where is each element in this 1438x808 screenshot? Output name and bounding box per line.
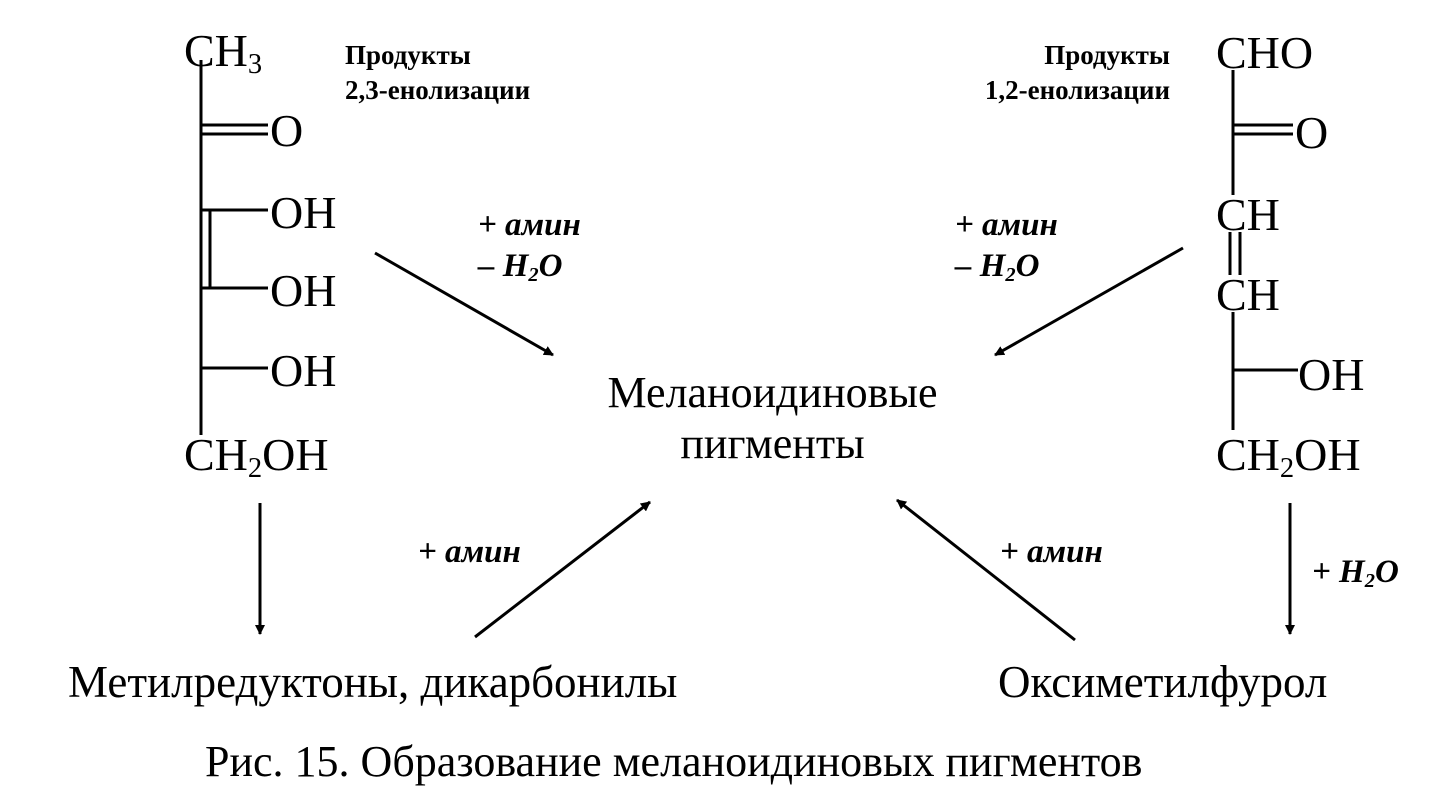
product-hydroxymethylfurfural: Оксиметилфурол [998, 657, 1328, 707]
reagent-right-down-water: + H2O [1312, 554, 1399, 593]
left-hydroxyl-2: OH [270, 265, 337, 316]
arrow-bottom-right-to-center [896, 498, 1076, 642]
arrow-left-to-center [374, 251, 554, 357]
figure-caption: Рис. 15. Образование меланоидиновых пигм… [205, 737, 1143, 786]
right-ch-group-1: CH [1216, 189, 1280, 240]
left-ch2oh-group: CH2OH [184, 429, 329, 485]
right-carbonyl-oxygen: O [1295, 107, 1329, 158]
arrow-right-to-center [994, 246, 1184, 357]
melanoidin-pigments-title: Меланоидиновые пигменты [607, 368, 938, 468]
right-structure-label: Продукты 1,2-енолизации [984, 40, 1170, 106]
left-hydroxyl-3: OH [270, 345, 337, 396]
arrow-bottom-left-to-center [474, 500, 651, 639]
reagent-right-bottom: + амин [1000, 534, 1103, 570]
left-structure-label: Продукты 2,3-енолизации [345, 40, 531, 106]
right-ch-group-2: CH [1216, 269, 1280, 320]
reagent-right-top: + амин – H2O [955, 207, 1058, 287]
right-hydroxyl: OH [1298, 349, 1365, 400]
left-hydroxyl-1: OH [270, 187, 337, 238]
right-cho-group: CHO [1216, 27, 1314, 78]
left-chain-bonds [199, 60, 268, 435]
right-ch2oh-group: CH2OH [1216, 429, 1361, 485]
reagent-left-top: + амин – H2O [478, 207, 581, 287]
left-ch3-group: CH3 [184, 25, 263, 81]
left-carbonyl-oxygen: O [270, 105, 304, 156]
reaction-arrows [255, 246, 1295, 642]
reagent-left-bottom: + амин [418, 534, 521, 570]
right-chain-bonds [1228, 70, 1298, 430]
product-methylreductones: Метилредуктоны, дикарбонилы [68, 657, 678, 707]
